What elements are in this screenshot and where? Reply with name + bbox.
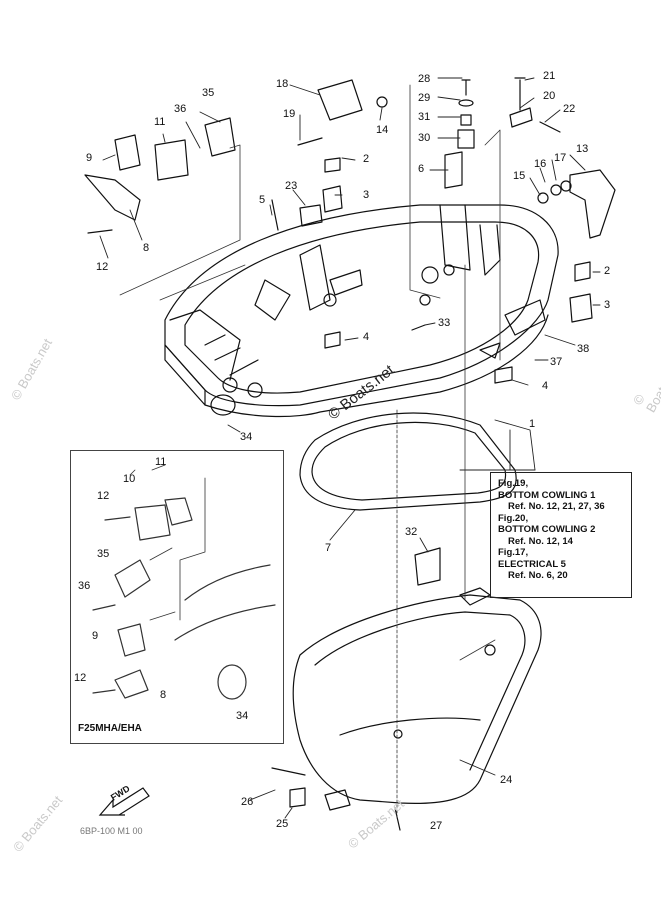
- callout-15: 15: [513, 170, 526, 182]
- inset-callout-35: 35: [97, 548, 110, 560]
- callout-4: 4: [363, 331, 370, 343]
- callout-3b: 3: [604, 299, 611, 311]
- fwd-arrow-icon: [98, 787, 150, 816]
- ref-nos-2: Ref. No. 12, 14: [508, 535, 573, 547]
- callout-4b: 4: [542, 380, 549, 392]
- callout-26: 26: [241, 796, 254, 808]
- callout-25: 25: [276, 818, 289, 830]
- inset-callout-36: 36: [78, 580, 91, 592]
- callout-13: 13: [576, 143, 589, 155]
- ref-fig20: Fig.20,: [498, 512, 529, 524]
- ref-fig17: Fig.17,: [498, 547, 529, 558]
- inset-callout-34: 34: [236, 710, 249, 722]
- callout-32: 32: [405, 526, 418, 538]
- callout-24: 24: [500, 774, 513, 786]
- callout-2b: 2: [604, 265, 611, 277]
- callout-30: 30: [418, 132, 431, 144]
- callout-27: 27: [430, 820, 443, 832]
- callout-23: 23: [285, 180, 298, 192]
- inset-callout-8: 8: [160, 689, 167, 701]
- callout-6: 6: [418, 163, 425, 175]
- inset-title: F25MHA/EHA: [78, 723, 142, 734]
- callout-35: 35: [202, 87, 215, 99]
- callout-17: 17: [554, 152, 567, 164]
- callout-11: 11: [154, 116, 166, 128]
- small-parts: [84, 77, 616, 831]
- callout-38: 38: [577, 343, 590, 355]
- inset-frame: [70, 450, 284, 744]
- reference-box: Fig.19, BOTTOM COWLING 1 Ref. No. 12, 21…: [490, 472, 632, 598]
- ref-nos-1: Ref. No. 12, 21, 27, 36: [508, 501, 605, 512]
- gasket-seal: [299, 412, 517, 511]
- callout-20: 20: [543, 90, 556, 102]
- callout-3: 3: [363, 189, 370, 201]
- callout-19: 19: [283, 108, 296, 120]
- ref-nos-3: Ref. No. 6, 20: [508, 570, 568, 581]
- ref-fig19: Fig.19,: [498, 478, 529, 489]
- callout-7: 7: [325, 542, 332, 554]
- ref-electrical-5: ELECTRICAL 5: [498, 558, 566, 570]
- callout-36: 36: [174, 103, 187, 115]
- callout-8: 8: [143, 242, 150, 254]
- callout-2: 2: [363, 153, 370, 165]
- bottom-cowling-tray: [164, 204, 559, 418]
- callout-1: 1: [529, 418, 536, 430]
- callout-34: 34: [240, 431, 253, 443]
- callout-12: 12: [96, 261, 109, 273]
- callout-5: 5: [259, 194, 266, 206]
- callout-31: 31: [418, 111, 431, 123]
- diagram-code: 6BP-100 M1 00: [80, 826, 143, 836]
- callout-14: 14: [376, 124, 389, 136]
- callout-21: 21: [543, 70, 556, 82]
- inset-callout-11: 11: [155, 456, 167, 468]
- callout-18: 18: [276, 78, 289, 90]
- inset-callout-12b: 12: [74, 672, 87, 684]
- callout-37: 37: [550, 356, 563, 368]
- ref-bottom-cowling-1: BOTTOM COWLING 1: [498, 489, 596, 501]
- callout-9: 9: [86, 152, 93, 164]
- lower-cover: [292, 587, 542, 811]
- inset-parts: [92, 497, 276, 700]
- callout-22: 22: [563, 103, 576, 115]
- callout-16: 16: [534, 158, 547, 170]
- callout-33: 33: [438, 317, 451, 329]
- inset-callout-12: 12: [97, 490, 110, 502]
- inset-callout-9: 9: [92, 630, 99, 642]
- callout-29: 29: [418, 92, 431, 104]
- ref-bottom-cowling-2: BOTTOM COWLING 2: [498, 524, 596, 535]
- callout-28: 28: [418, 73, 431, 85]
- inset-callout-10: 10: [123, 473, 136, 485]
